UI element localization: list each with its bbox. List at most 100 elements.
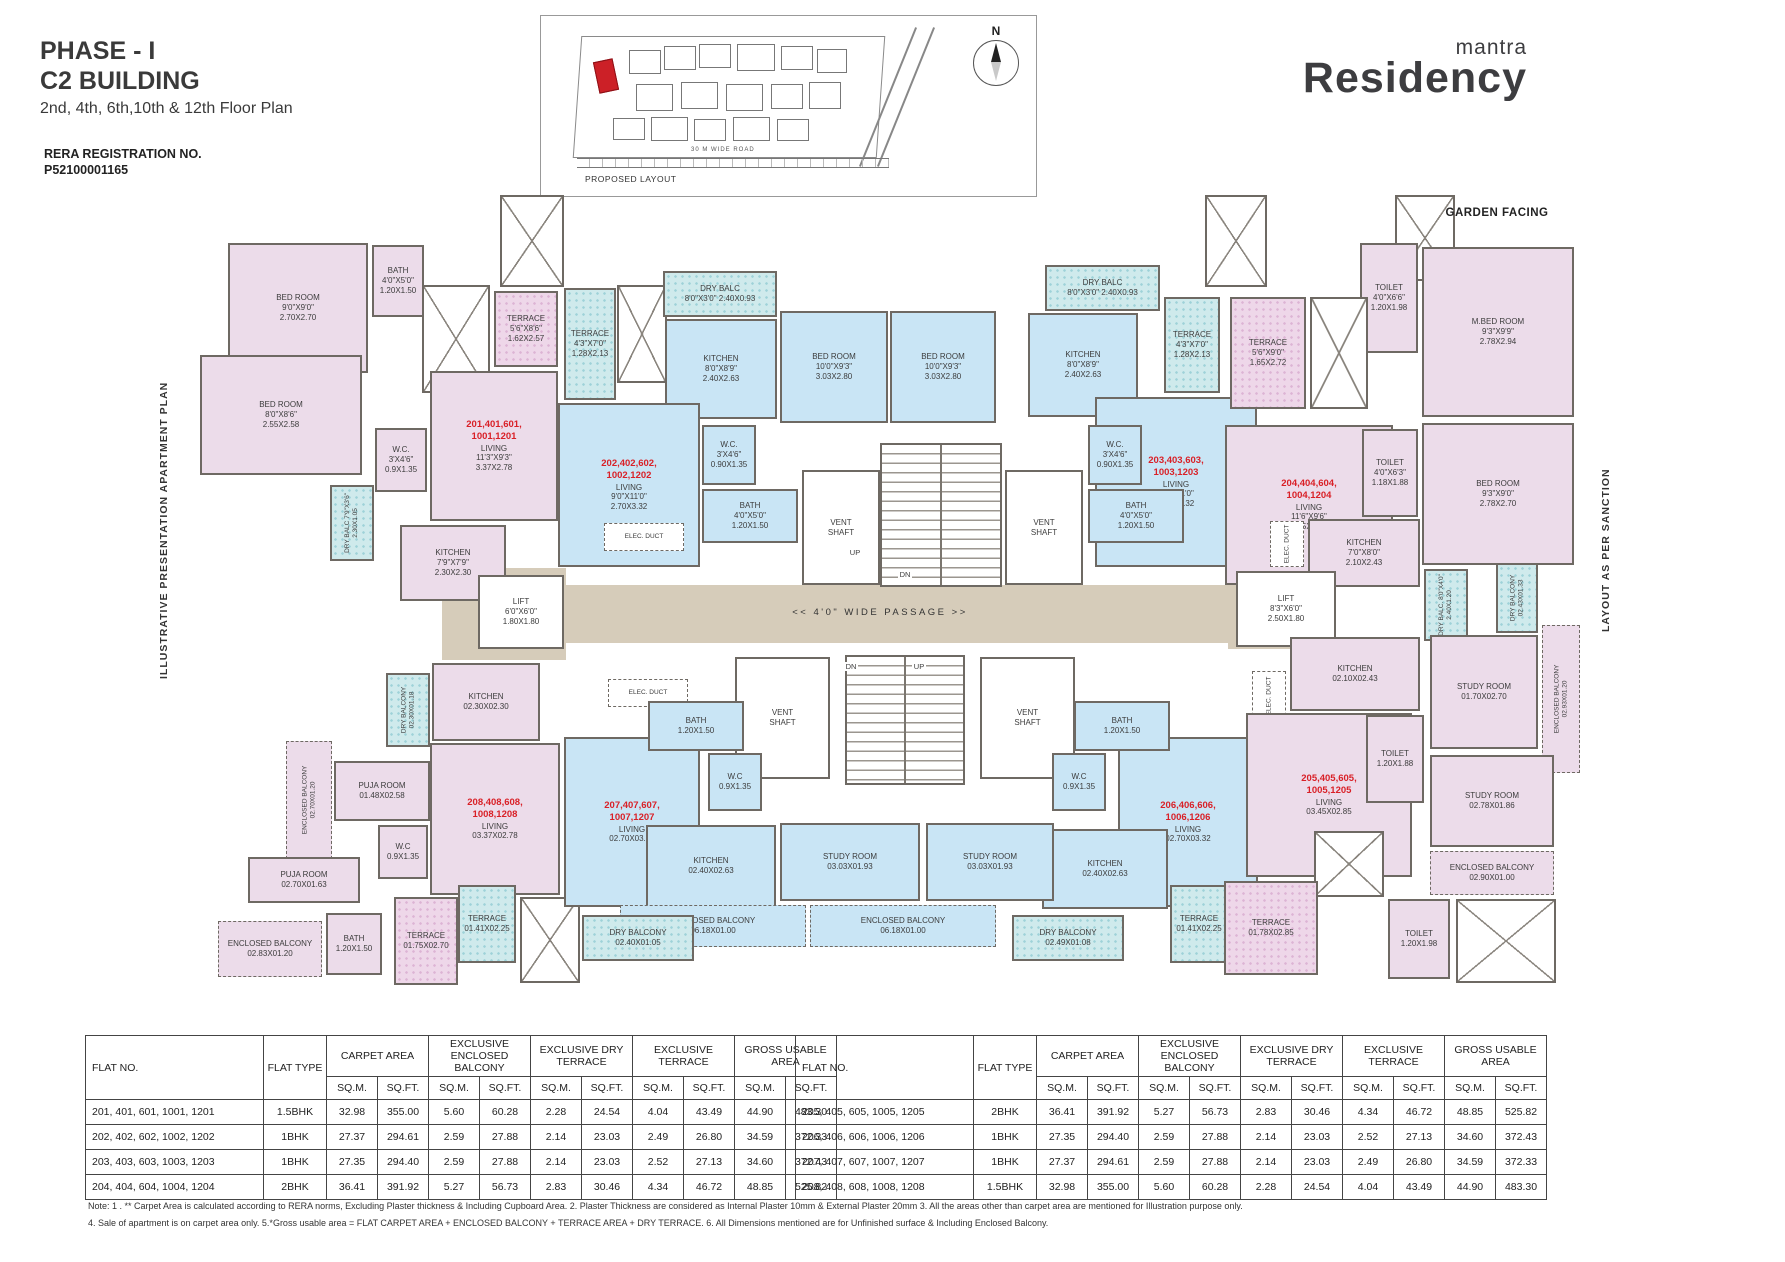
footnote-line: 4. Sale of apartment is on carpet area o…	[88, 1218, 1049, 1229]
col-unit: SQ.M.	[734, 1076, 786, 1100]
cell-area-value: 46.72	[1393, 1099, 1445, 1125]
cell-flat-no: 207, 407, 607, 1007, 1207	[795, 1149, 974, 1175]
site-building-block	[771, 84, 803, 109]
col-unit: SQ.M.	[1240, 1076, 1292, 1100]
lift-shaft	[500, 195, 564, 287]
cell-area-value: 2.28	[1240, 1174, 1292, 1200]
cell-area-value: 5.27	[1138, 1099, 1190, 1125]
col-group: EXCLUSIVE TERRACE	[632, 1035, 735, 1077]
cell-flat-type: 2BHK	[973, 1099, 1037, 1125]
cell-area-value: 27.88	[1189, 1124, 1241, 1150]
cell-area-value: 2.14	[530, 1149, 582, 1175]
cell-area-value: 2.14	[530, 1124, 582, 1150]
cell-flat-no: 205, 405, 605, 1005, 1205	[795, 1099, 974, 1125]
cell-area-value: 2.59	[428, 1149, 480, 1175]
cell-area-value: 27.37	[326, 1124, 378, 1150]
compass: N	[970, 24, 1022, 86]
col-unit: SQ.FT.	[1291, 1076, 1343, 1100]
open-terrace	[1314, 831, 1384, 897]
col-flat-type: FLAT TYPE	[263, 1035, 327, 1100]
header: PHASE - I C2 BUILDING 2nd, 4th, 6th,10th…	[40, 36, 293, 118]
cell-flat-no: 208, 408, 608, 1008, 1208	[795, 1174, 974, 1200]
open-terrace	[520, 897, 580, 983]
cell-area-value: 36.41	[1036, 1099, 1088, 1125]
cell-area-value: 294.40	[377, 1149, 429, 1175]
stair-label: DN	[897, 569, 913, 580]
building-title: C2 BUILDING	[40, 67, 200, 95]
col-group: GROSS USABLE AREA	[1444, 1035, 1547, 1077]
compass-north-label: N	[991, 24, 1001, 38]
cell-area-value: 2.49	[632, 1124, 684, 1150]
site-road	[577, 158, 889, 168]
cell-area-value: 60.28	[1189, 1174, 1241, 1200]
left-side-label: ILLUSTRATIVE PRESENTATION APARTMENT PLAN	[158, 381, 170, 679]
site-building-block	[613, 118, 645, 140]
cell-area-value: 27.35	[1036, 1124, 1088, 1150]
garden-facing-label: GARDEN FACING	[1445, 206, 1549, 219]
col-unit: SQ.M.	[1342, 1076, 1394, 1100]
site-building-block	[664, 46, 696, 70]
col-unit: SQ.FT.	[377, 1076, 429, 1100]
col-unit: SQ.FT.	[581, 1076, 633, 1100]
site-building-block	[694, 119, 726, 141]
cell-area-value: 2.14	[1240, 1124, 1292, 1150]
cell-flat-type: 2BHK	[263, 1174, 327, 1200]
cell-area-value: 294.61	[377, 1124, 429, 1150]
cell-area-value: 2.83	[1240, 1099, 1292, 1125]
cell-area-value: 46.72	[683, 1174, 735, 1200]
cell-area-value: 4.04	[632, 1099, 684, 1125]
site-building-block	[651, 117, 688, 141]
col-unit: SQ.FT.	[1495, 1076, 1547, 1100]
rera-registration: RERA REGISTRATION NO. P52100001165	[44, 146, 202, 179]
floors-subtitle: 2nd, 4th, 6th,10th & 12th Floor Plan	[40, 100, 293, 117]
site-building-block	[777, 119, 809, 141]
col-unit: SQ.FT.	[1393, 1076, 1445, 1100]
staircase	[845, 655, 965, 785]
cell-area-value: 23.03	[1291, 1149, 1343, 1175]
col-group: CARPET AREA	[326, 1035, 429, 1077]
cell-area-value: 26.80	[683, 1124, 735, 1150]
cell-area-value: 391.92	[1087, 1099, 1139, 1125]
cell-area-value: 2.52	[1342, 1124, 1394, 1150]
wc: W.C.3'X4'6"0.90X1.35	[1088, 425, 1142, 485]
cell-area-value: 48.85	[734, 1174, 786, 1200]
col-flat-no: FLAT NO.	[85, 1035, 264, 1100]
lift-shaft	[1205, 195, 1267, 287]
cell-area-value: 355.00	[1087, 1174, 1139, 1200]
col-unit: SQ.M.	[1138, 1076, 1190, 1100]
cell-area-value: 525.82	[1495, 1099, 1547, 1125]
cell-area-value: 34.60	[734, 1149, 786, 1175]
stair-label: UP	[847, 547, 863, 558]
cell-flat-no: 204, 404, 604, 1004, 1204	[85, 1174, 264, 1200]
site-building-block	[681, 82, 718, 109]
right-side-label: LAYOUT AS PER SANCTION	[1600, 468, 1612, 632]
cell-flat-type: 1BHK	[973, 1124, 1037, 1150]
cell-flat-no: 201, 401, 601, 1001, 1201	[85, 1099, 264, 1125]
elec-duct: ELEC. DUCT	[1270, 521, 1304, 567]
cell-flat-type: 1BHK	[263, 1124, 327, 1150]
cell-area-value: 5.60	[428, 1099, 480, 1125]
cell-area-value: 2.59	[1138, 1149, 1190, 1175]
site-building-block	[636, 84, 673, 111]
